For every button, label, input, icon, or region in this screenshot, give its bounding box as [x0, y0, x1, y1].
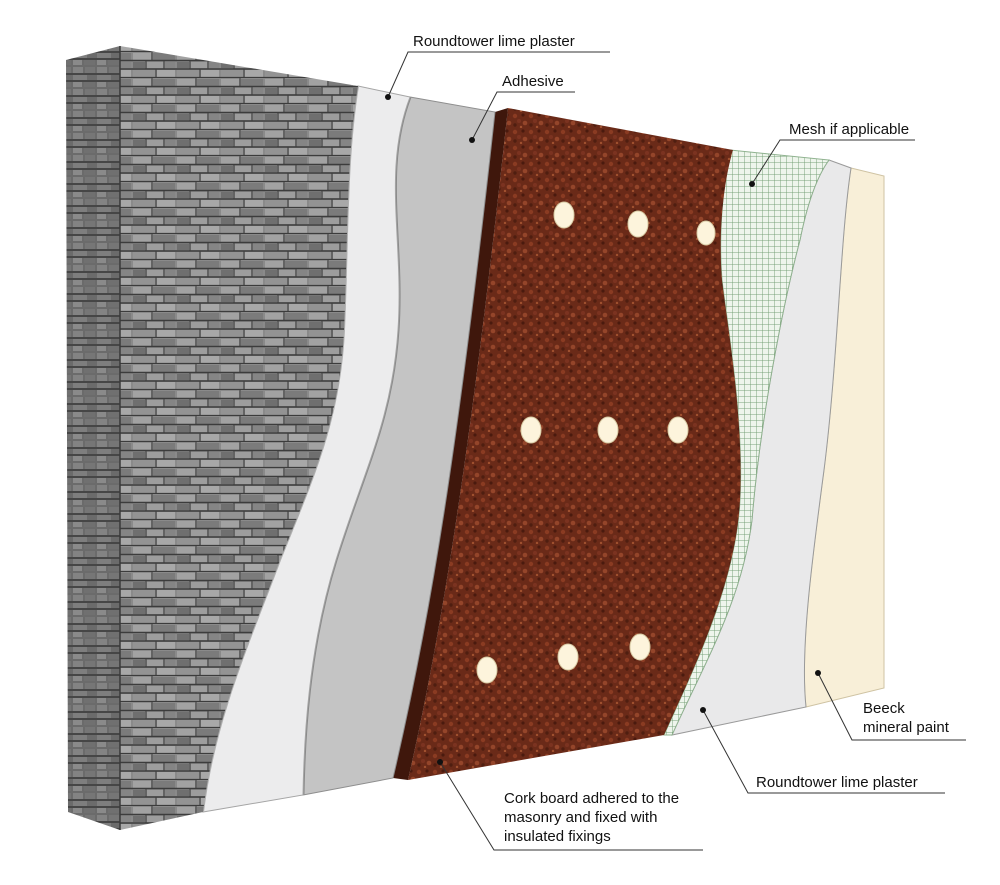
fixing-5	[597, 416, 619, 444]
label-paint-line-1: Beeck	[863, 700, 905, 717]
leader-mesh	[751, 139, 915, 185]
fixing-4	[520, 416, 542, 444]
dot-adhesive	[469, 137, 475, 143]
label-plaster-top: Roundtower lime plaster	[413, 33, 575, 50]
fixing-6	[667, 416, 689, 444]
label-cork-line-1: Cork board adhered to the	[504, 790, 680, 807]
label-plaster-bottom: Roundtower lime plaster	[756, 774, 918, 791]
label-adhesive: Adhesive	[502, 73, 564, 90]
cork-board-front	[408, 108, 741, 780]
dot-cork	[437, 759, 443, 765]
label-mesh: Mesh if applicable	[789, 121, 910, 138]
dot-plaster-bottom	[700, 707, 706, 713]
leader-plaster-top	[387, 51, 610, 98]
insulated-fixings	[476, 201, 716, 684]
leader-paint	[817, 672, 966, 741]
label-cork-line-2: masonry and fixed with	[504, 809, 658, 826]
dot-paint	[815, 670, 821, 676]
masonry-front	[120, 46, 358, 830]
leader-lines	[387, 51, 966, 851]
leader-dots	[385, 94, 821, 765]
fixing-8	[557, 643, 579, 671]
fixing-3	[696, 220, 716, 246]
label-paint-line-2: mineral paint	[863, 719, 949, 736]
label-cork-line-3: insulated fixings	[504, 828, 611, 845]
fixing-2	[627, 210, 649, 238]
leader-adhesive	[471, 91, 575, 141]
label-paint: Beeck mineral paint	[863, 699, 949, 737]
cork-board-edge	[393, 108, 508, 780]
leader-plaster-bottom	[702, 709, 945, 794]
masonry-side	[66, 46, 120, 830]
dot-plaster-top	[385, 94, 391, 100]
dot-mesh	[749, 181, 755, 187]
fixing-7	[476, 656, 498, 684]
label-cork: Cork board adhered to the masonry and fi…	[504, 789, 679, 846]
fixing-1	[553, 201, 575, 229]
leader-cork	[439, 761, 703, 851]
fixing-9	[629, 633, 651, 661]
reinforcement-mesh-layer	[663, 149, 830, 736]
